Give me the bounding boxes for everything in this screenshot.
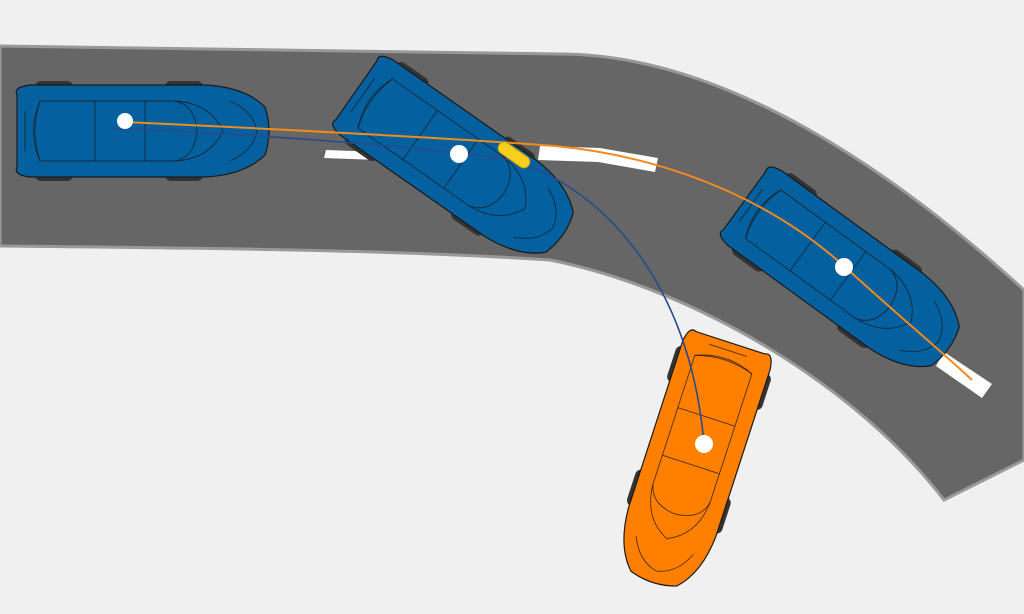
- car-blue-left: [15, 80, 270, 182]
- car-icon: [15, 80, 270, 182]
- lane-marking-mid: [538, 146, 658, 172]
- lane-marking-right: [936, 352, 992, 398]
- center-point-icon: [835, 258, 853, 276]
- center-point-icon: [117, 113, 133, 129]
- center-point-icon: [695, 435, 713, 453]
- contact-point-icon: [497, 141, 531, 169]
- orange-trajectory: [124, 121, 973, 381]
- center-markers: [117, 113, 853, 453]
- center-point-icon: [450, 145, 468, 163]
